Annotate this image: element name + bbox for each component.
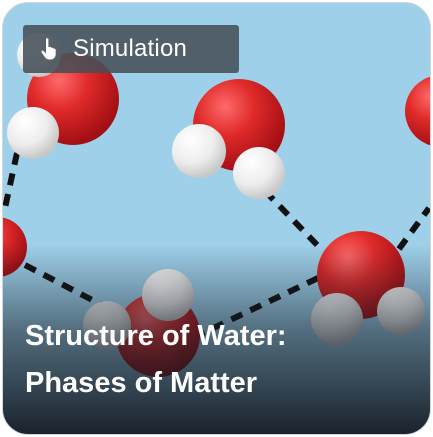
card-title-line-2: Phases of Matter <box>25 367 258 399</box>
pointer-hand-icon <box>39 37 59 61</box>
card-title-line-1: Structure of Water: <box>25 320 287 352</box>
badge-label: Simulation <box>73 35 188 62</box>
title-gradient-overlay <box>3 244 430 434</box>
water-molecule <box>405 76 430 146</box>
water-molecule <box>172 79 285 199</box>
card-title[interactable]: Structure of Water: Phases of Matter <box>25 313 415 407</box>
simulation-badge: Simulation <box>23 25 239 73</box>
